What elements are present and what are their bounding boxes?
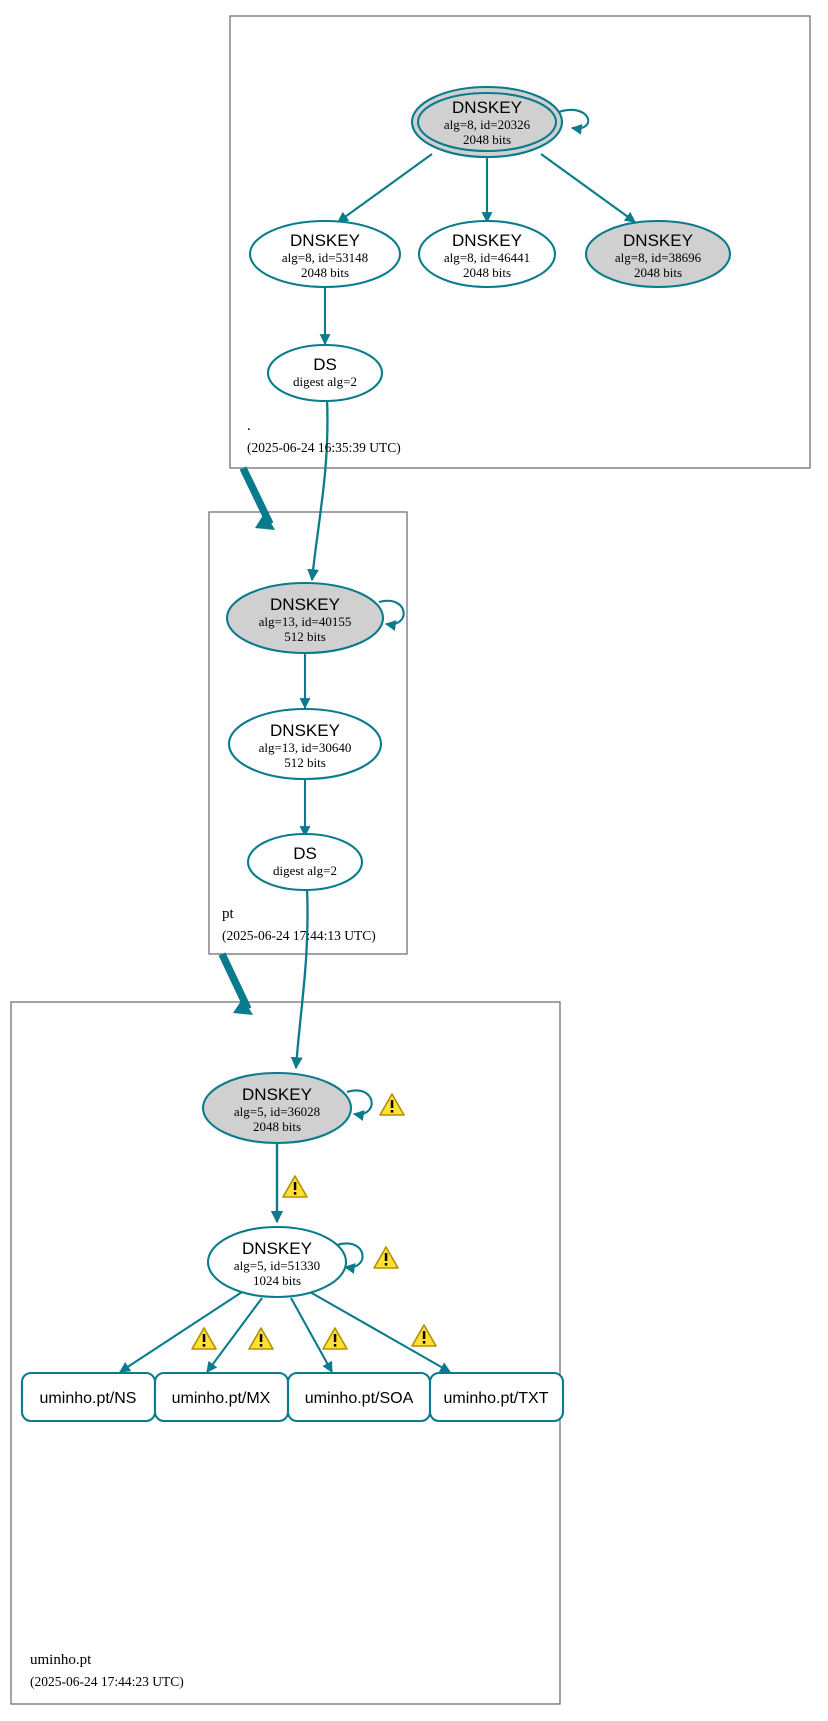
warning-triangle-icon[interactable] xyxy=(373,1246,399,1269)
zone-label-pt: pt xyxy=(222,906,235,922)
rrset-label: uminho.pt/TXT xyxy=(444,1390,549,1407)
warning-triangle-icon[interactable] xyxy=(248,1327,274,1350)
node-title: DNSKEY xyxy=(270,721,340,740)
node-keyinfo: alg=8, id=38696 xyxy=(615,250,702,265)
edge-root-ksk-self-loop xyxy=(555,108,590,135)
node-root-ds[interactable]: DS digest alg=2 xyxy=(266,343,384,403)
node-keysize: 1024 bits xyxy=(253,1273,301,1288)
zone-timestamp-pt: (2025-06-24 17:44:13 UTC) xyxy=(222,928,376,943)
node-title: DNSKEY xyxy=(290,231,360,250)
rrset-uminho-pt-mx[interactable]: uminho.pt/MX xyxy=(153,1371,290,1423)
node-pt-ksk-40155[interactable]: DNSKEY alg=13, id=40155 512 bits xyxy=(225,581,385,655)
warning-triangle-icon[interactable] xyxy=(411,1324,437,1347)
node-keyinfo: alg=8, id=46441 xyxy=(444,250,530,265)
node-keyinfo: alg=13, id=30640 xyxy=(259,740,352,755)
zone-label-root: . xyxy=(247,418,251,434)
rrset-label: uminho.pt/NS xyxy=(40,1390,137,1407)
node-title: DNSKEY xyxy=(452,98,522,117)
node-keysize: 512 bits xyxy=(284,755,326,770)
node-keyinfo: alg=8, id=20326 xyxy=(444,117,531,132)
node-keysize: 512 bits xyxy=(284,629,326,644)
node-title: DNSKEY xyxy=(623,231,693,250)
edge-uminho-zsk-to-mx xyxy=(206,1297,263,1373)
node-keysize: 2048 bits xyxy=(463,132,511,147)
edge-root-ksk-to-38696 xyxy=(540,153,636,223)
zone-timestamp-uminho: (2025-06-24 17:44:23 UTC) xyxy=(30,1674,184,1689)
node-digestinfo: digest alg=2 xyxy=(293,374,357,389)
node-keyinfo: alg=5, id=36028 xyxy=(234,1104,320,1119)
edge-uminho-zsk-to-txt xyxy=(309,1291,451,1373)
edge-uminho-zsk-to-soa xyxy=(290,1297,333,1373)
edge-pt-ksk-self-loop xyxy=(378,599,405,631)
node-keyinfo: alg=5, id=51330 xyxy=(234,1258,320,1273)
zone-box-uminho xyxy=(10,1001,561,1705)
zone-label-uminho: uminho.pt xyxy=(30,1652,92,1668)
node-title: DS xyxy=(313,355,337,374)
node-title: DNSKEY xyxy=(242,1085,312,1104)
warning-triangle-icon[interactable] xyxy=(379,1093,405,1116)
edge-uminho-ksk-self-loop xyxy=(346,1089,373,1121)
node-pt-ds[interactable]: DS digest alg=2 xyxy=(246,832,364,892)
edge-root-ds-to-pt-ksk xyxy=(307,397,329,582)
edge-uminho-zsk-to-ns xyxy=(119,1291,243,1373)
node-root-zsk-38696[interactable]: DNSKEY alg=8, id=38696 2048 bits xyxy=(584,219,732,289)
node-keysize: 2048 bits xyxy=(301,265,349,280)
edge-pt-ds-to-uminho-ksk xyxy=(290,887,309,1070)
zone-timestamp-root: (2025-06-24 16:35:39 UTC) xyxy=(247,440,401,455)
node-pt-zsk-30640[interactable]: DNSKEY alg=13, id=30640 512 bits xyxy=(227,707,383,781)
rrset-label: uminho.pt/SOA xyxy=(305,1390,414,1407)
rrset-uminho-pt-soa[interactable]: uminho.pt/SOA xyxy=(286,1371,432,1423)
zone-delegation-pt-to-uminho xyxy=(218,952,253,1015)
node-title: DS xyxy=(293,844,317,863)
warning-triangle-icon[interactable] xyxy=(322,1327,348,1350)
node-digestinfo: digest alg=2 xyxy=(273,863,337,878)
node-root-zsk-53148[interactable]: DNSKEY alg=8, id=53148 2048 bits xyxy=(248,219,402,289)
rrset-uminho-pt-txt[interactable]: uminho.pt/TXT xyxy=(428,1371,565,1423)
zone-box-pt xyxy=(208,511,408,955)
node-keysize: 2048 bits xyxy=(634,265,682,280)
rrset-label: uminho.pt/MX xyxy=(172,1390,271,1407)
node-title: DNSKEY xyxy=(452,231,522,250)
node-root-ksk-20326[interactable]: DNSKEY alg=8, id=20326 2048 bits xyxy=(410,85,564,159)
node-keyinfo: alg=8, id=53148 xyxy=(282,250,368,265)
node-title: DNSKEY xyxy=(270,595,340,614)
warning-triangle-icon[interactable] xyxy=(191,1327,217,1350)
zone-box-root xyxy=(229,15,811,469)
node-keyinfo: alg=13, id=40155 xyxy=(259,614,352,629)
node-root-zsk-46441[interactable]: DNSKEY alg=8, id=46441 2048 bits xyxy=(417,219,557,289)
warning-triangle-icon[interactable] xyxy=(282,1175,308,1198)
edge-root-ksk-to-53148 xyxy=(337,153,433,223)
node-uminho-zsk-51330[interactable]: DNSKEY alg=5, id=51330 1024 bits xyxy=(206,1225,348,1299)
edge-uminho-zsk-self-loop xyxy=(336,1242,364,1274)
rrset-uminho-pt-ns[interactable]: uminho.pt/NS xyxy=(20,1371,157,1423)
node-keysize: 2048 bits xyxy=(253,1119,301,1134)
node-title: DNSKEY xyxy=(242,1239,312,1258)
node-keysize: 2048 bits xyxy=(463,265,511,280)
node-uminho-ksk-36028[interactable]: DNSKEY alg=5, id=36028 2048 bits xyxy=(201,1071,353,1145)
zone-delegation-root-to-pt xyxy=(239,466,275,530)
